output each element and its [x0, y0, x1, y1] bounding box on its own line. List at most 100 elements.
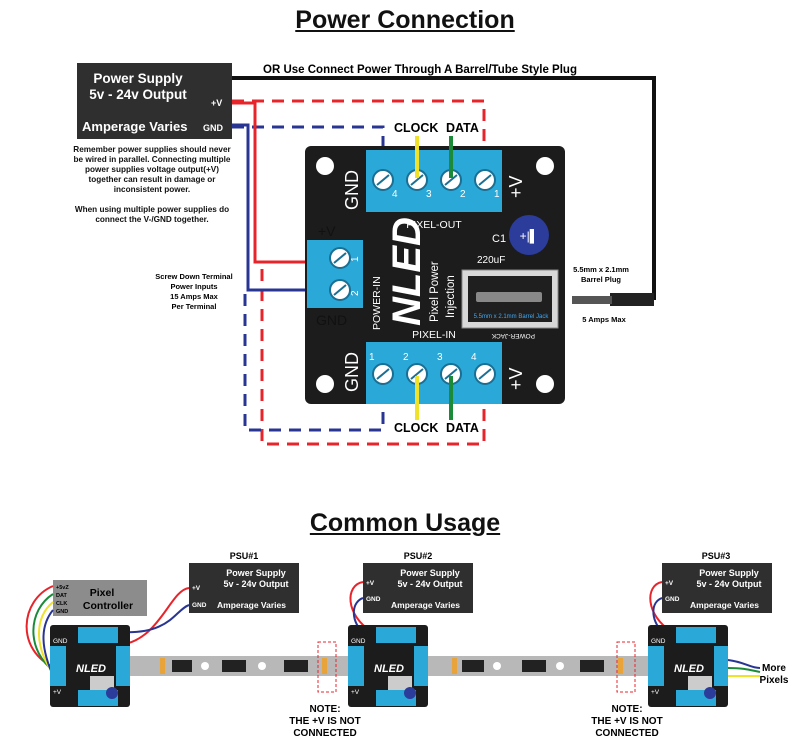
top-screws: [372, 169, 496, 191]
mount-hole: [316, 375, 334, 393]
bottom-num: 2: [403, 352, 409, 363]
svg-text:NLED: NLED: [674, 663, 704, 675]
board-subtitle-2: Injection: [445, 275, 457, 318]
top-num: 1: [494, 189, 500, 200]
svg-text:THE +V IS NOT: THE +V IS NOT: [591, 716, 662, 727]
parallel-warning-note: Remember power supplies should never be …: [73, 145, 231, 194]
power-num: 2: [350, 290, 361, 296]
psu-main-name2: 5v - 24v Output: [89, 87, 187, 102]
controller-label-1: Pixel: [90, 587, 115, 599]
barrel-jack-pin: [476, 292, 542, 302]
bottom-num: 4: [471, 352, 477, 363]
red-dashed-wire: [232, 99, 486, 446]
plug-amps: 5 Amps Max: [582, 315, 626, 324]
mount-hole: [536, 157, 554, 175]
svg-text:NLED: NLED: [76, 663, 106, 675]
svg-text:+V: +V: [192, 585, 201, 592]
svg-text:GND: GND: [53, 638, 68, 645]
blue-solid-wire: [232, 123, 335, 292]
pixel-in-label: PIXEL-IN: [412, 329, 456, 341]
pixel-controller-box: [53, 580, 147, 616]
data-label-bottom: DATA: [446, 421, 479, 435]
capacitor: [509, 215, 549, 255]
svg-text:Power Supply: Power Supply: [699, 568, 759, 578]
plug-label-2: Barrel Plug: [581, 275, 621, 284]
power-num: 1: [350, 256, 361, 262]
psu-main-plus: +V: [211, 98, 222, 108]
svg-text:Amperage Varies: Amperage Varies: [391, 600, 460, 610]
barrel-plug-tip: [572, 296, 612, 304]
svg-text:PSU#3: PSU#3: [702, 551, 731, 561]
pixel-out-label: PIXEL-OUT: [406, 219, 462, 231]
controller-pin: CLK: [56, 601, 67, 607]
screw-note-1: Screw Down Terminal: [155, 272, 232, 281]
screw-note-3: 15 Amps Max: [170, 292, 218, 301]
note-box-2: [616, 641, 636, 693]
board-plus-top: +V: [506, 175, 526, 198]
psu1-box-group: Power Supply 5v - 24v Output Amperage Va…: [189, 551, 299, 613]
controller-label-2: Controller: [83, 600, 133, 612]
svg-text:GND: GND: [665, 596, 680, 603]
mini-board-2: NLED GND +V: [348, 625, 428, 707]
svg-text:PSU#1: PSU#1: [230, 551, 259, 561]
svg-text:GND: GND: [651, 638, 666, 645]
top-num: 4: [392, 189, 398, 200]
or-plug-text: OR Use Connect Power Through A Barrel/Tu…: [263, 64, 577, 76]
svg-text:5v - 24v Output: 5v - 24v Output: [397, 579, 462, 589]
more-pixels-2: Pixels: [760, 675, 789, 686]
data-label-top: DATA: [446, 121, 479, 135]
jack-label: 5.5mm x 2.1mm Barrel Jack: [474, 314, 550, 320]
more-pixels-1: More: [762, 663, 786, 674]
mini-board-3: NLED GND +V: [648, 625, 728, 707]
top-num: 2: [460, 189, 466, 200]
svg-text:CONNECTED: CONNECTED: [595, 728, 658, 739]
svg-text:PSU#2: PSU#2: [404, 551, 433, 561]
svg-text:Amperage Varies: Amperage Varies: [690, 600, 759, 610]
board-subtitle-1: Pixel Power: [429, 261, 441, 322]
svg-text:+V: +V: [351, 689, 360, 696]
svg-text:+V: +V: [651, 689, 660, 696]
board-plus-bottom: +V: [506, 367, 526, 390]
svg-text:GND: GND: [366, 596, 381, 603]
svg-text:5v - 24v Output: 5v - 24v Output: [223, 579, 288, 589]
controller-pin: DAT: [56, 593, 68, 599]
svg-text:GND: GND: [351, 638, 366, 645]
svg-text:THE +V IS NOT: THE +V IS NOT: [289, 716, 360, 727]
svg-text:+V: +V: [53, 689, 62, 696]
mini-board-1: NLED GND +V: [50, 625, 130, 707]
clock-label-bottom: CLOCK: [394, 421, 438, 435]
power-in-gnd: GND: [316, 312, 347, 328]
title-common-usage: Common Usage: [309, 509, 501, 537]
usage-note-1: NOTE: THE +V IS NOT CONNECTED: [289, 704, 360, 739]
mount-hole: [536, 375, 554, 393]
svg-text:Power Supply: Power Supply: [226, 568, 286, 578]
note-box-1: [317, 641, 337, 693]
board-gnd-top: GND: [342, 170, 362, 210]
red-solid-wire: [232, 101, 335, 264]
controller-pin: GND: [56, 609, 68, 615]
usage-note-2: NOTE: THE +V IS NOT CONNECTED: [591, 704, 662, 739]
blue-dashed-top: [232, 125, 385, 170]
multi-supply-note: When using multiple power supplies do co…: [74, 205, 230, 224]
psu-main-amperage: Amperage Varies: [82, 119, 188, 134]
svg-text:NOTE:: NOTE:: [309, 704, 340, 715]
svg-text:Amperage Varies: Amperage Varies: [217, 600, 286, 610]
nled-logo: NLED: [385, 217, 429, 326]
svg-text:NLED: NLED: [374, 663, 404, 675]
power-jack-label: POWER-JACK: [491, 332, 535, 339]
barrel-plug-body: [610, 293, 654, 306]
power-in-label: POWER-IN: [371, 276, 383, 330]
svg-text:+V: +V: [665, 580, 674, 587]
cap-value: 220uF: [477, 255, 505, 266]
cap-symbol: +|▌: [520, 229, 539, 244]
top-num: 3: [426, 189, 432, 200]
power-in-plus: +V: [318, 223, 336, 239]
controller-pin: +5vZ: [56, 585, 69, 591]
bottom-num: 1: [369, 352, 375, 363]
screw-note-2: Power Inputs: [170, 282, 217, 291]
clock-label-top: CLOCK: [394, 121, 438, 135]
screw-note-4: Per Terminal: [172, 302, 217, 311]
title-power-connection: Power Connection: [295, 6, 515, 34]
psu2-box-group: Power Supply 5v - 24v Output Amperage Va…: [363, 551, 473, 613]
